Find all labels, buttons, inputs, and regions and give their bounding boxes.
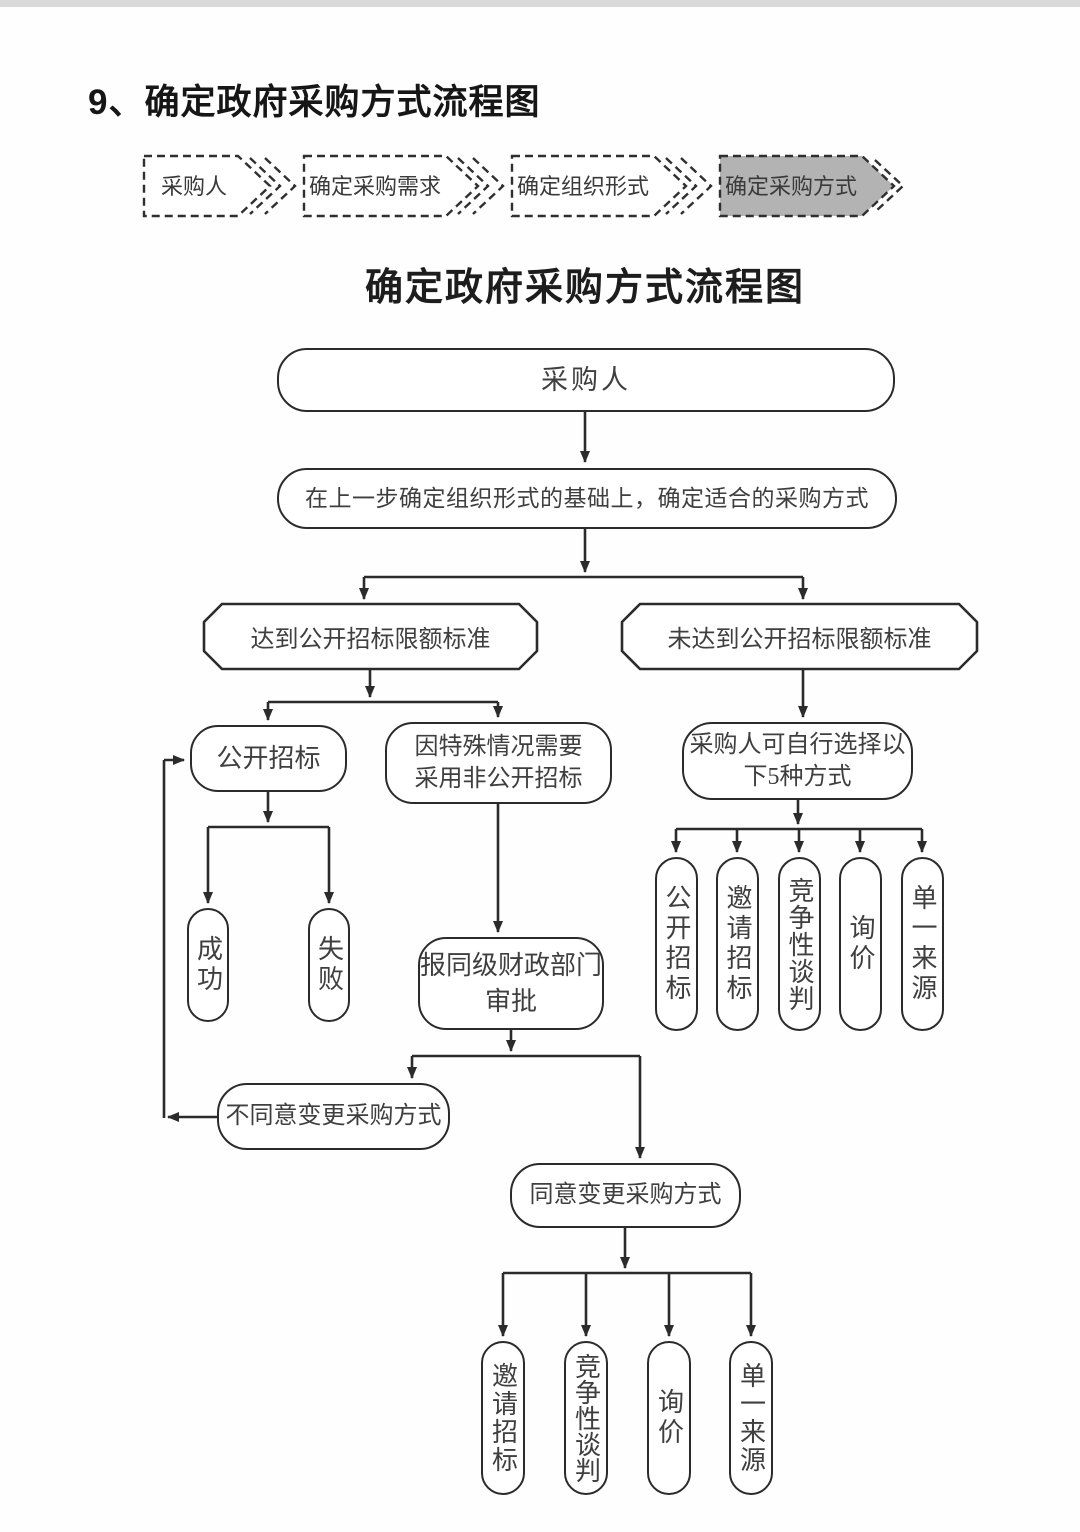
node-reach-label: 达到公开招标限额标准 xyxy=(250,627,491,653)
chevron-separator-icon xyxy=(264,157,297,215)
breadcrumb-stage-2-shape xyxy=(302,154,480,218)
chevron-separator-icon xyxy=(249,157,282,215)
method-capsule-competitive-negotiation: 竞争性谈判 xyxy=(778,857,821,1031)
breadcrumb-stage-4-label: 确定采购方式 xyxy=(725,174,857,199)
method-capsule-open-bid: 公开招标 xyxy=(655,857,698,1031)
node-approve: 报同级财政部门 审批 xyxy=(418,937,604,1030)
node-agree: 同意变更采购方式 xyxy=(510,1163,741,1228)
node-open-bid: 公开招标 xyxy=(190,725,347,792)
flowchart-title: 确定政府采购方式流程图 xyxy=(364,267,805,309)
node-not-reach-shape xyxy=(620,602,979,671)
method-capsule-inquiry: 询价 xyxy=(839,857,882,1031)
breadcrumb-stage-4-shape xyxy=(718,154,896,218)
node-special-case: 因特殊情况需要 采用非公开招标 xyxy=(385,722,612,804)
node-disagree: 不同意变更采购方式 xyxy=(217,1083,450,1150)
method-capsule-single-source: 单一来源 xyxy=(729,1341,773,1495)
node-fail: 失败 xyxy=(308,908,350,1022)
breadcrumb-stage-1-shape xyxy=(142,154,272,218)
page-top-border xyxy=(0,0,1080,7)
method-capsule-invite-bid: 邀请招标 xyxy=(716,857,759,1031)
chevron-separator-icon xyxy=(680,157,713,215)
node-not-reach-label: 未达到公开招标限额标准 xyxy=(667,627,932,653)
method-capsule-single-source: 单一来源 xyxy=(901,857,944,1031)
chevron-separator-icon xyxy=(472,157,505,215)
breadcrumb-stage-1-label: 采购人 xyxy=(161,174,227,199)
method-capsule-inquiry: 询价 xyxy=(647,1341,691,1495)
page-title: 9、确定政府采购方式流程图 xyxy=(88,83,541,122)
breadcrumb-stage-3-shape xyxy=(510,154,688,218)
method-capsule-competitive-negotiation: 竞争性谈判 xyxy=(564,1341,608,1495)
breadcrumb-stage-2-label: 确定采购需求 xyxy=(309,174,441,199)
node-context: 在上一步确定组织形式的基础上，确定适合的采购方式 xyxy=(277,468,897,529)
breadcrumb: 采购人 确定采购需求 确定组织形式 确定采购方式 xyxy=(142,154,905,218)
method-capsule-invite-bid: 邀请招标 xyxy=(481,1341,525,1495)
node-reach-shape xyxy=(202,602,539,671)
node-self-select: 采购人可自行选择以 下5种方式 xyxy=(682,722,913,800)
node-success: 成功 xyxy=(187,908,229,1022)
chevron-separator-icon xyxy=(457,157,490,215)
node-buyer: 采购人 xyxy=(277,348,895,412)
breadcrumb-stage-3-label: 确定组织形式 xyxy=(517,174,649,199)
chevron-separator-icon xyxy=(665,157,698,215)
